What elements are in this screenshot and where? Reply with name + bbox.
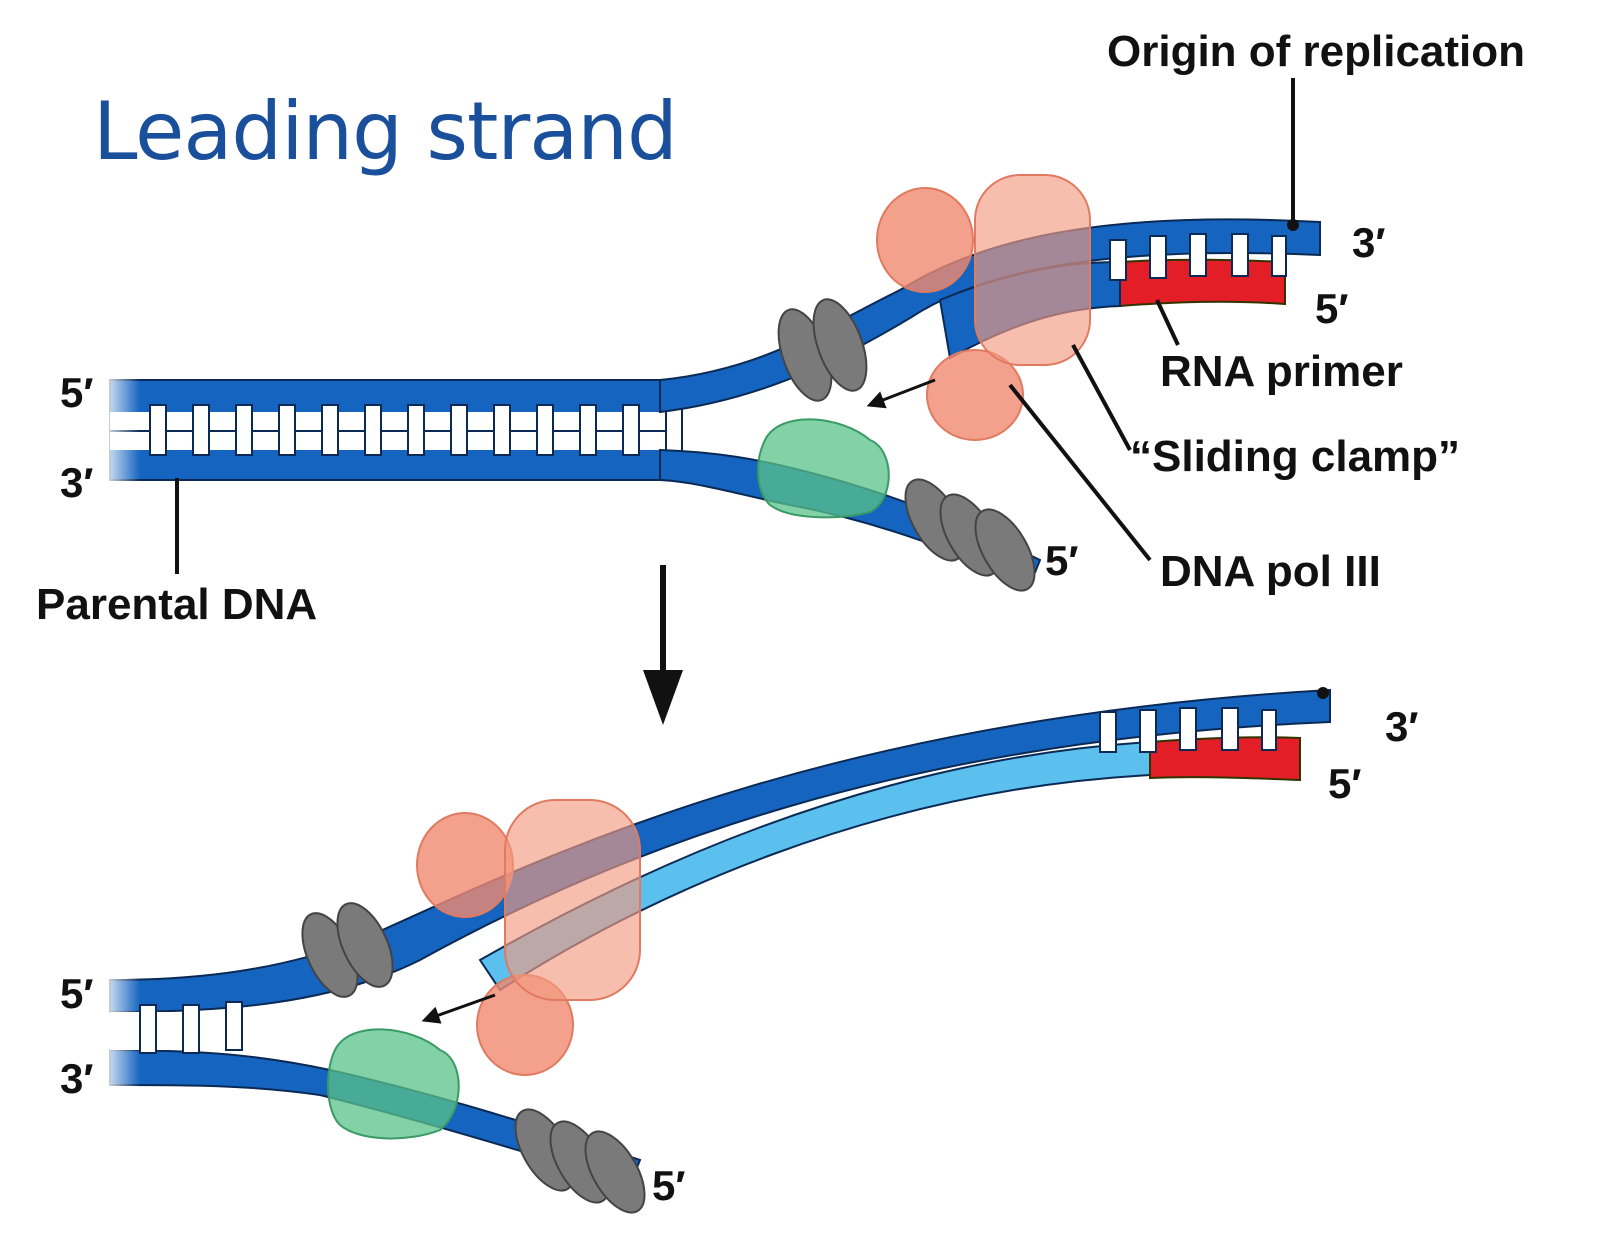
end-label: 5′	[60, 369, 94, 416]
upper-rungs-bottom	[1099, 707, 1277, 753]
parental-duplex-top	[100, 378, 683, 482]
base-pair	[364, 404, 382, 456]
base-pair	[278, 404, 296, 456]
label-dna-pol-iii: DNA pol III	[1160, 547, 1381, 596]
sliding-clamp-bottom	[504, 799, 641, 1001]
origin-dot-bottom	[1317, 687, 1329, 699]
end-label: 3′	[1385, 703, 1419, 750]
dna-pol-iii-top	[876, 187, 1024, 441]
sliding-clamp-top	[974, 174, 1091, 366]
helicase-bottom	[327, 1028, 460, 1140]
base-pairs-bottom	[139, 1001, 243, 1054]
base-pair	[235, 404, 253, 456]
end-label: 3′	[60, 459, 94, 506]
down-arrow-icon	[643, 565, 683, 725]
end-label: 5′	[652, 1162, 686, 1209]
ssb-proteins-bottom	[301, 902, 646, 1214]
base-pair	[149, 404, 167, 456]
label-origin-of-replication: Origin of replication	[1107, 27, 1526, 76]
end-label: 5′	[60, 970, 94, 1017]
page-title: Leading strand	[93, 85, 678, 178]
end-label: 3′	[60, 1055, 94, 1102]
label-sliding-clamp: “Sliding clamp”	[1130, 432, 1461, 481]
base-pair	[493, 404, 511, 456]
synthesis-arrow-bottom	[421, 993, 496, 1024]
base-pair	[579, 404, 597, 456]
bottom-panel	[100, 687, 1331, 1214]
end-label: 5′	[1328, 760, 1362, 807]
origin-dot-top	[1287, 219, 1299, 231]
helicase-top	[757, 418, 890, 519]
base-pair	[321, 404, 339, 456]
base-pair	[450, 404, 468, 456]
end-label: 5′	[1315, 285, 1349, 332]
synthesis-arrow-top	[866, 378, 936, 409]
ssb-proteins-top	[777, 298, 1036, 592]
base-pair	[622, 404, 640, 456]
label-rna-primer: RNA primer	[1160, 347, 1403, 396]
end-label: 5′	[1045, 537, 1079, 584]
upper-rungs	[1109, 233, 1287, 281]
base-pair	[192, 404, 210, 456]
base-pair	[407, 404, 425, 456]
base-pair	[665, 404, 683, 456]
top-panel	[100, 174, 1321, 592]
end-label: 3′	[1352, 219, 1386, 266]
base-pairs	[149, 404, 683, 456]
base-pair	[536, 404, 554, 456]
label-parental-dna: Parental DNA	[36, 580, 318, 629]
pointer-lines	[175, 78, 1295, 574]
